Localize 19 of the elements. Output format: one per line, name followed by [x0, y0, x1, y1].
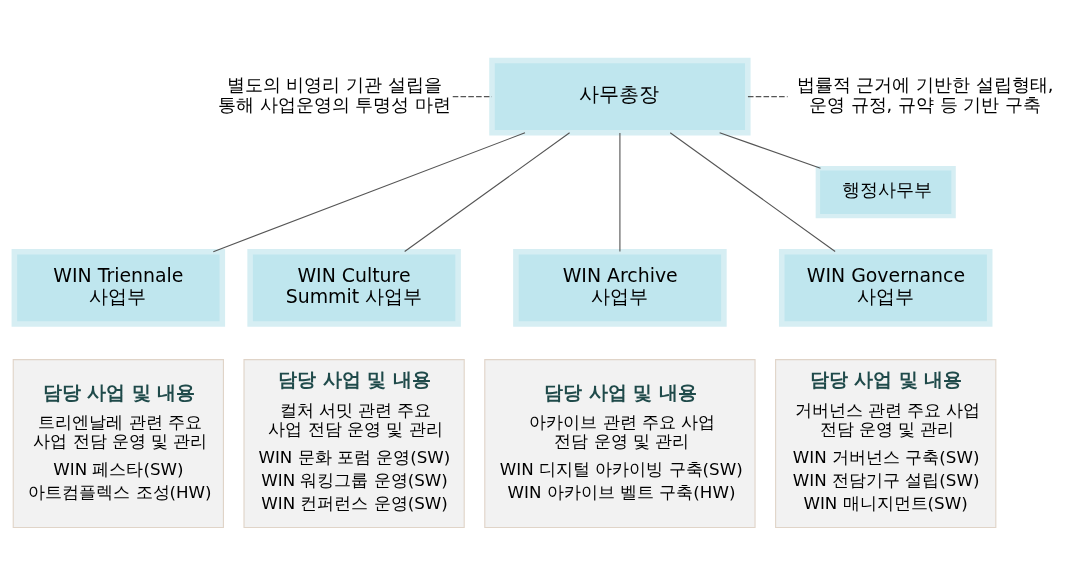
node-box: WIN Culture Summit 사업부 [247, 248, 461, 327]
node-box: 담당 사업 및 내용 아카이브 관련 주요 사업 전담 운영 및 관리 WIN 디지털 아카이빙 구축(SW) WIN 아카이브 벨트 구축(HW) [484, 359, 756, 529]
node-box: 사무총장 [489, 57, 751, 136]
node-box: 담당 사업 및 내용 거버넌스 관련 주요 사업 전담 운영 및 관리 WIN 거버넌스 구축(SW) WIN 전담기구 설립(SW) WIN 매니지먼트(SW) [775, 359, 997, 529]
node-box: 행정사무부 [815, 166, 956, 219]
connector [747, 96, 789, 98]
connector [452, 96, 493, 98]
connector [404, 132, 571, 253]
node-box: WIN Archive 사업부 [513, 248, 727, 327]
node-box: WIN Governance 사업부 [778, 248, 993, 327]
node-box: 담당 사업 및 내용 컬처 서밋 관련 주요 사업 전담 운영 및 관리 WIN 문화 포럼 운영(SW) WIN 워킹그룹 운영(SW) WIN 컨퍼런스 운영(SW) [243, 359, 465, 529]
node-text: 별도의 비영리 기관 설립을 통해 사업운영의 투명성 마련 [217, 73, 451, 115]
connector [619, 132, 621, 253]
connector [212, 132, 526, 253]
node-text: 법률적 근거에 기반한 설립형태, 운영 규정, 규약 등 기반 구축 [796, 73, 1054, 115]
connector [719, 132, 822, 169]
node-box: 담당 사업 및 내용 트리엔날레 관련 주요 사업 전담 운영 및 관리 WIN 페스타(SW) 아트컴플렉스 조성(HW) [12, 359, 224, 529]
node-box: WIN Triennale 사업부 [11, 248, 226, 327]
connector [669, 132, 836, 253]
